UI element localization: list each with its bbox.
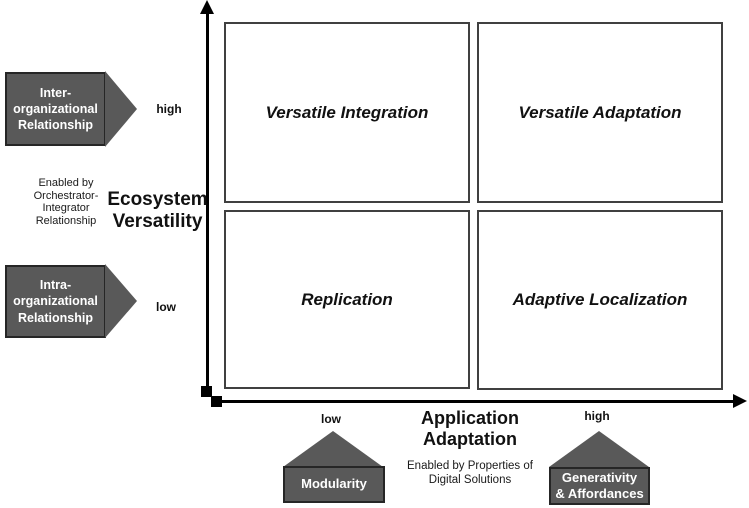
quadrant-replication: Replication <box>224 210 470 389</box>
x-axis-low-label: low <box>321 412 341 426</box>
quadrant-versatile-integration: Versatile Integration <box>224 22 470 203</box>
quadrant-label: Versatile Adaptation <box>518 102 682 122</box>
y-axis-low-label: low <box>156 300 176 314</box>
y-axis-enabler-note: Enabled by Orchestrator- Integrator Rela… <box>33 177 99 227</box>
up-arrow-point-icon <box>283 431 383 467</box>
quadrant-adaptive-localization: Adaptive Localization <box>477 210 723 390</box>
quadrant-label: Replication <box>301 289 393 309</box>
right-arrow-point-icon <box>105 264 137 338</box>
x-axis-enabler-note: Enabled by Properties of Digital Solutio… <box>407 460 533 486</box>
y-axis-arrowhead-icon <box>200 0 214 14</box>
generativity-affordances-shape: Generativity & Affordances <box>549 467 650 505</box>
right-arrow-point-icon <box>105 71 137 147</box>
x-axis-arrowhead-icon <box>733 394 747 408</box>
modularity-shape: Modularity <box>283 466 385 503</box>
up-arrow-point-icon <box>549 431 649 467</box>
x-axis-high-label: high <box>584 409 610 423</box>
quadrant-label: Versatile Integration <box>265 102 429 122</box>
x-axis-line <box>215 400 734 403</box>
y-axis-title: Ecosystem Versatility <box>107 189 208 233</box>
quadrant-label: Adaptive Localization <box>512 290 688 309</box>
inter-organizational-relationship-arrow: Inter- organizational Relationship <box>5 72 106 146</box>
x-axis-title: Application Adaptation <box>421 408 519 450</box>
intra-organizational-relationship-arrow: Intra- organizational Relationship <box>5 265 106 338</box>
quadrant-versatile-adaptation: Versatile Adaptation <box>477 22 723 203</box>
y-axis-line <box>206 10 209 392</box>
y-axis-high-label: high <box>156 102 182 116</box>
origin-marker-y <box>201 386 212 397</box>
